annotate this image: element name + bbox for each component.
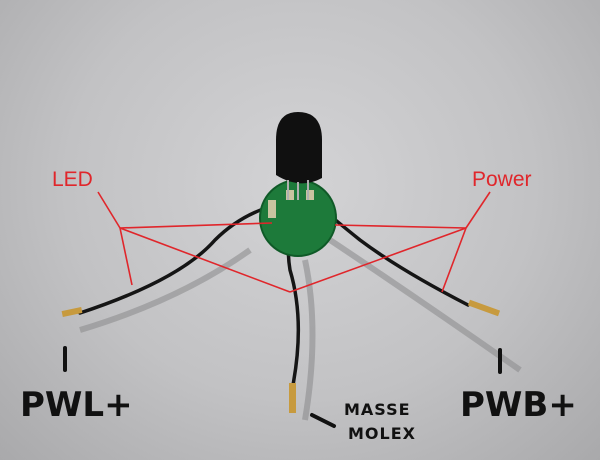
pwl-label: PWL+ [20,385,133,425]
wire-shadows [79,237,522,421]
sensor-legs [287,180,309,200]
masse-label: MASSE [344,400,411,419]
wire-pwl [78,203,277,315]
molex-label: MOLEX [348,424,416,443]
pwb-label: PWB+ [460,385,577,425]
pcb-pads [268,190,314,218]
sensor-body [276,112,322,184]
power-label: Power [472,168,532,191]
handwritten-marks [63,346,502,428]
crimp-pins [61,299,501,413]
led-label: LED [52,168,93,191]
annotation-lines [97,191,491,293]
